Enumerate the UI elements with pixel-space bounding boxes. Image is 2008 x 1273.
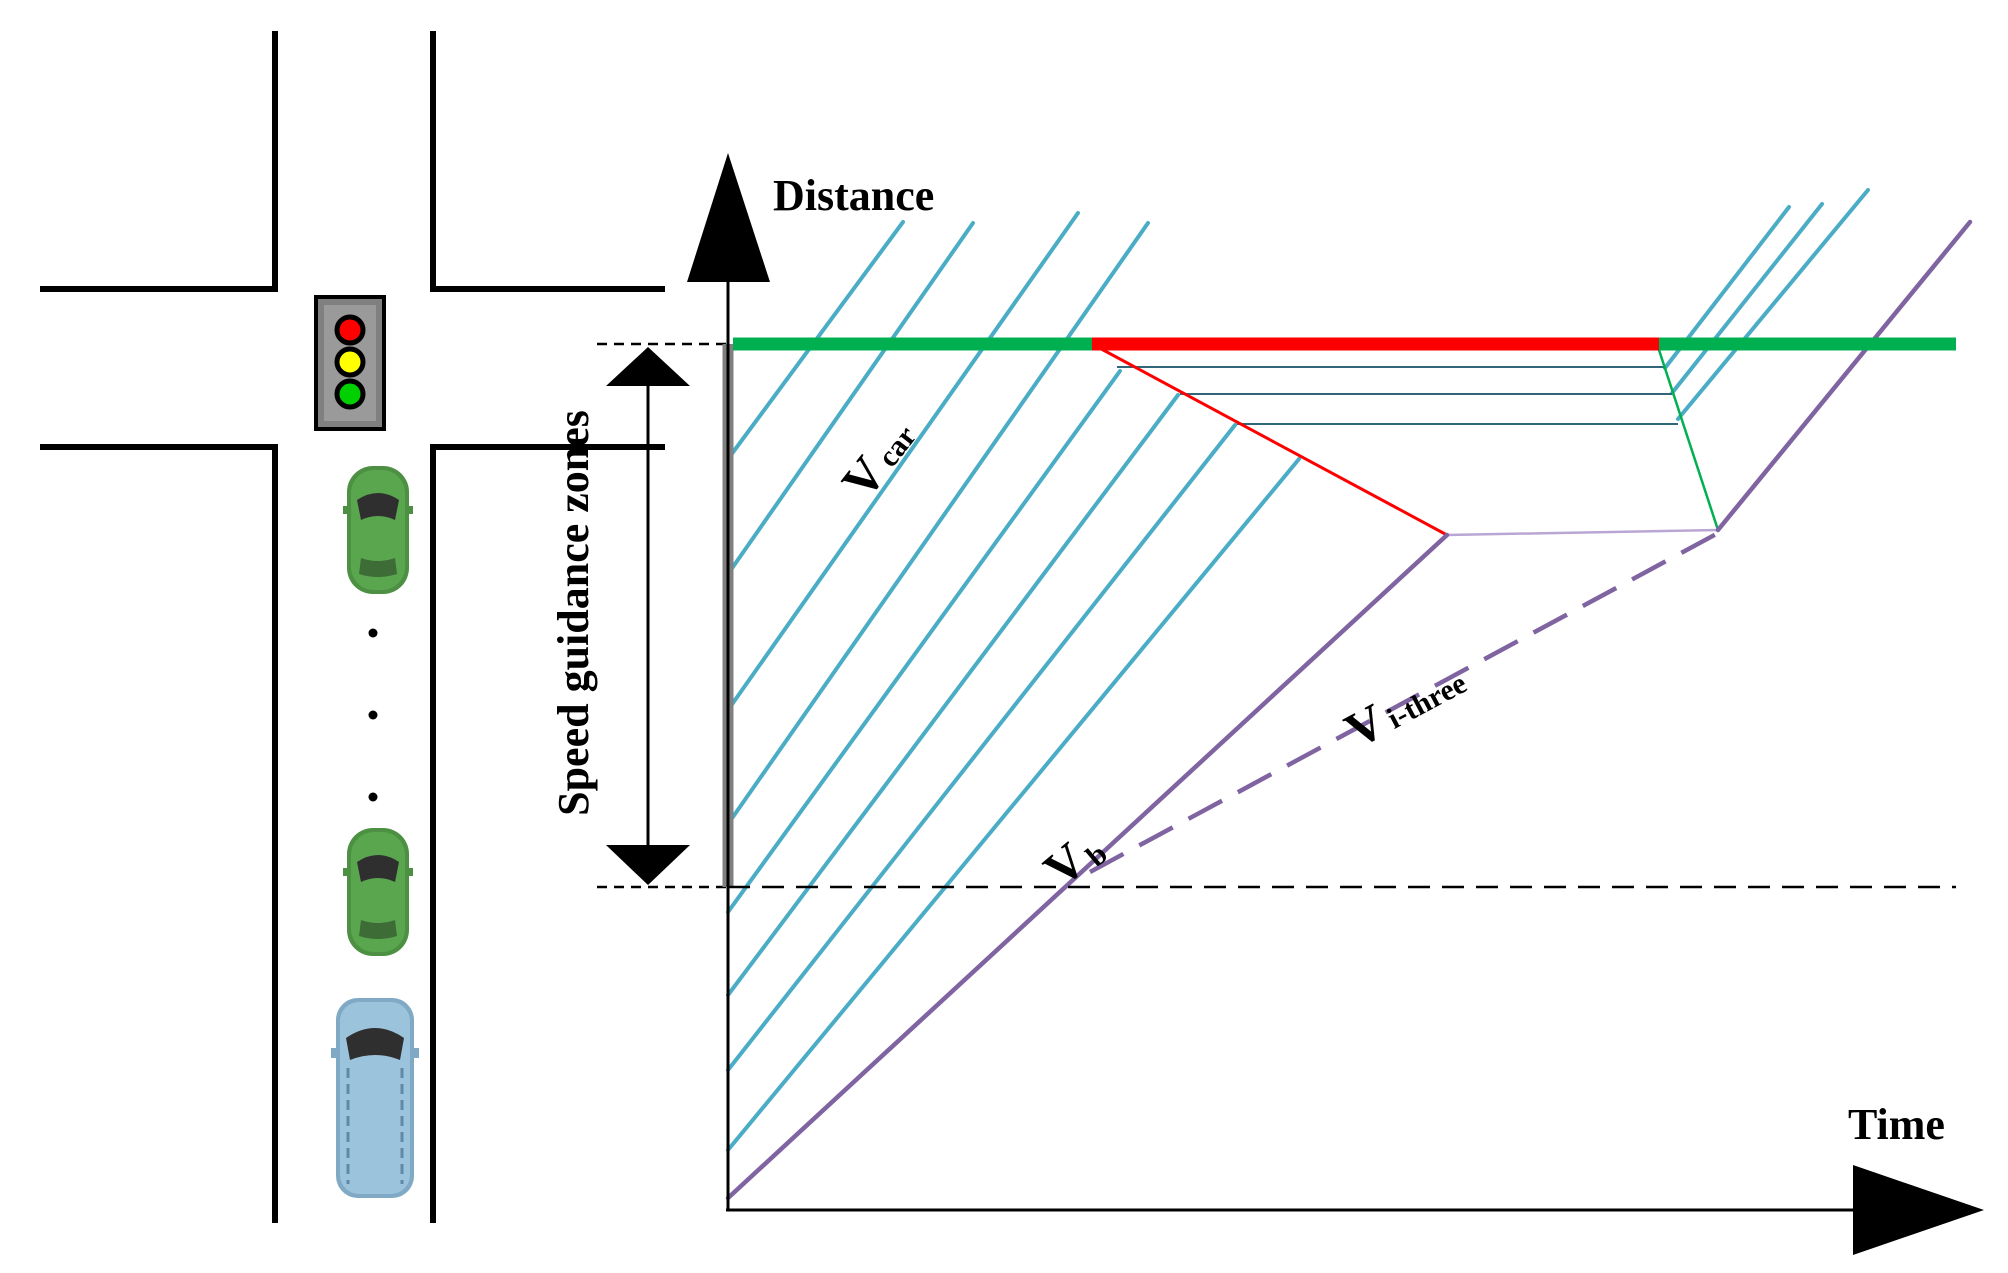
time-axis-arrow	[1853, 1165, 1984, 1255]
trajectory-line	[726, 393, 1180, 997]
red-lamp	[334, 314, 366, 346]
queue-lines	[1117, 366, 1678, 425]
blue-van-icon	[331, 998, 419, 1198]
trajectory-line	[726, 221, 975, 576]
green-lamp	[334, 378, 366, 410]
trajectory-line	[726, 457, 1301, 1152]
axes	[687, 153, 1984, 1255]
road-edge-top-right	[430, 31, 665, 292]
distance-axis-arrow	[687, 153, 770, 282]
queue-bottom-line	[1446, 528, 1719, 537]
green-car-icon	[343, 466, 413, 594]
zone-arrow-down	[606, 845, 690, 885]
distance-axis-label: Distance	[773, 171, 934, 220]
queue-formation-wave	[1091, 342, 1448, 537]
bus-trajectories	[725, 219, 1973, 1201]
bus-trajectory-vb	[725, 532, 1450, 1201]
road-edge-top-left	[40, 31, 278, 292]
trajectory-line	[726, 211, 1080, 712]
queue-dissipation-wave	[1657, 349, 1720, 531]
zone-arrow-up	[606, 347, 690, 386]
time-axis-label: Time	[1848, 1100, 1945, 1149]
intersection	[40, 31, 665, 1223]
trajectory-line	[1670, 202, 1824, 395]
traffic-light-icon	[314, 295, 386, 431]
road-edge-bottom-right	[430, 444, 665, 1223]
v-i-three-label: Vi-three	[1336, 650, 1474, 759]
zone-indicator	[597, 342, 728, 889]
bus-trajectory-vi-three	[1088, 530, 1722, 874]
v-car-label: Vcar	[831, 408, 927, 508]
yellow-lamp	[334, 346, 366, 378]
road-edge-bottom-left	[40, 444, 278, 1223]
trajectory-line	[726, 221, 1150, 826]
zone-label: Speed guidance zones	[549, 410, 598, 816]
trajectory-line	[726, 369, 1122, 914]
trajectory-line	[1676, 188, 1870, 421]
green-car-icon	[343, 828, 413, 956]
bus-trajectory-after	[1715, 219, 1973, 533]
ellipsis-dots	[368, 628, 378, 802]
trajectory-line	[726, 423, 1237, 1072]
